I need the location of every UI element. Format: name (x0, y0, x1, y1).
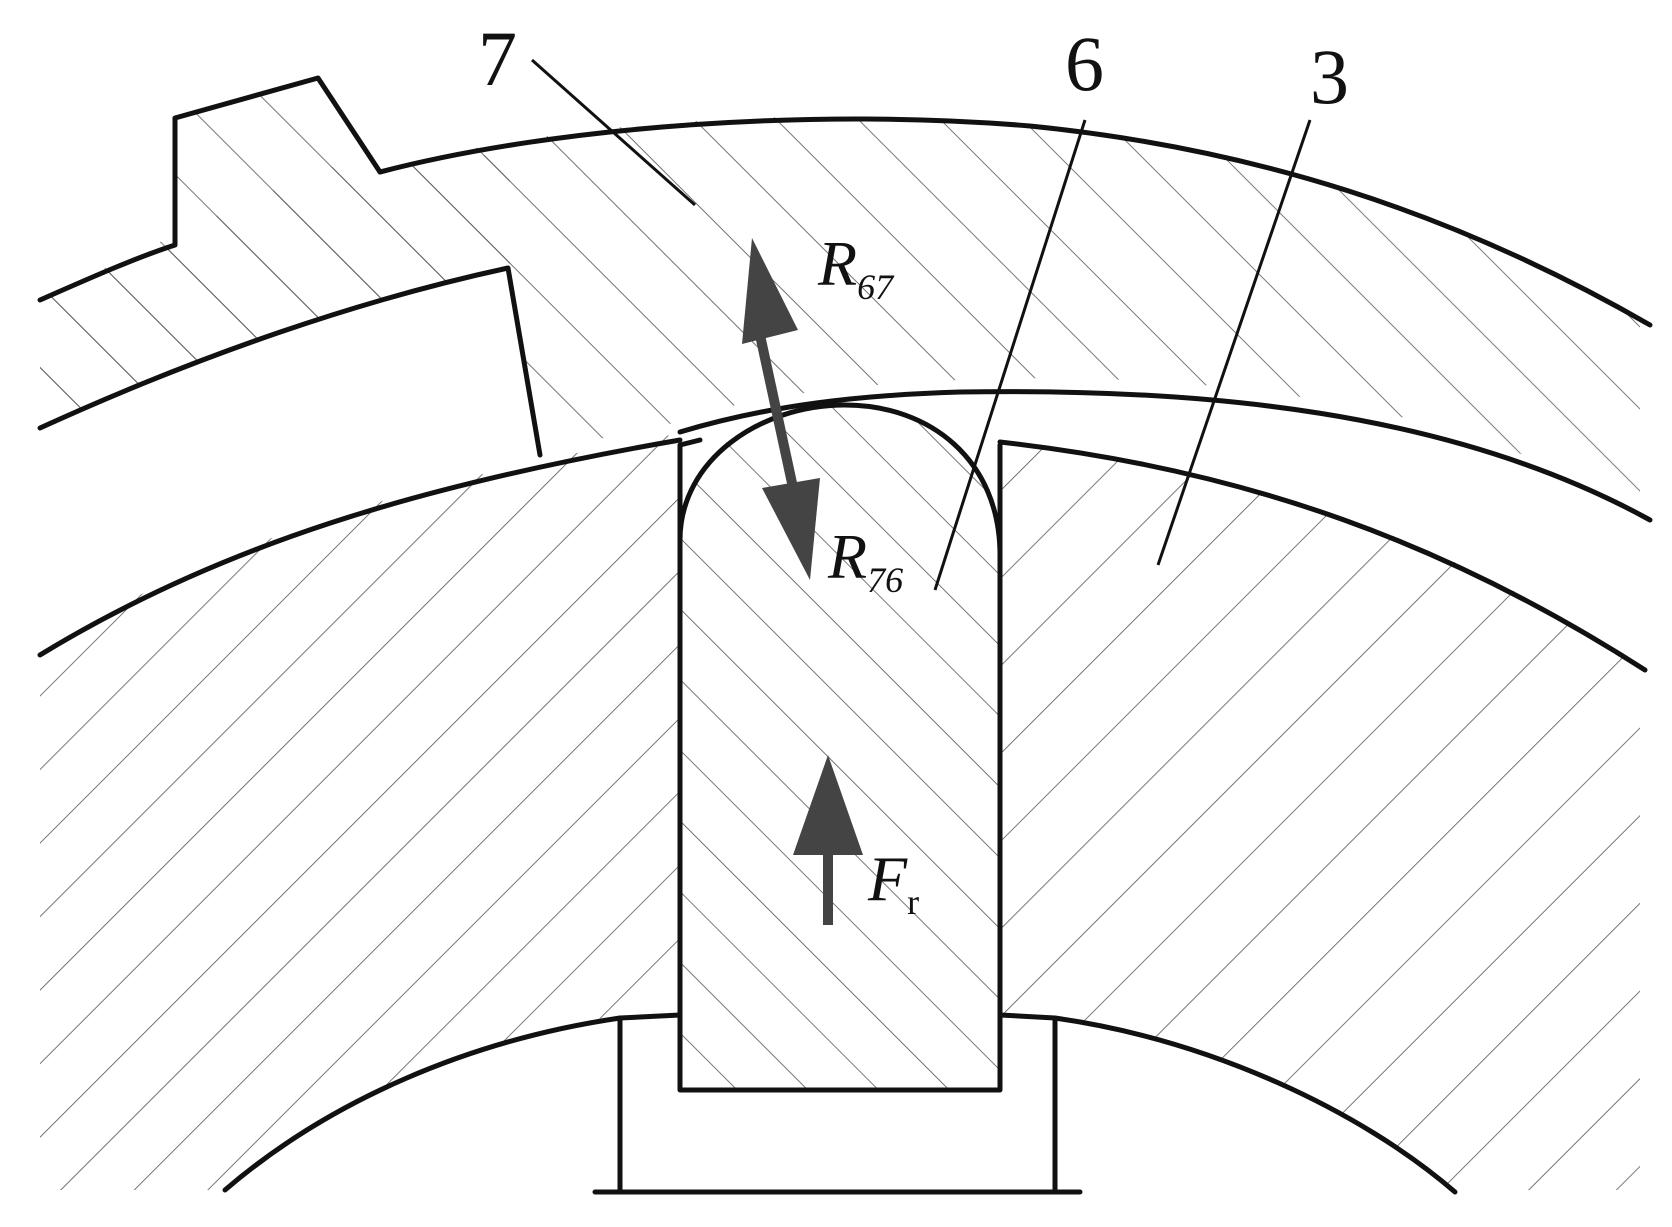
outer-ring-stepped-profile (37, 75, 383, 303)
label-part-6: 6 (1065, 20, 1104, 107)
outer-ring-flange (40, 78, 510, 425)
hub-outer-arc-left (37, 437, 683, 658)
leader-part-7 (531, 58, 696, 207)
leader-part-3 (1156, 119, 1312, 566)
slot-left-shoulder (222, 1012, 683, 1193)
label-fr: Fr (867, 843, 919, 922)
ring-race-boundary (677, 389, 1653, 523)
leader-part-6 (933, 119, 1087, 591)
key-rounded-top (677, 402, 1003, 558)
slot-base (592, 1015, 1083, 1195)
outer-ring-outer-edge (377, 116, 1653, 328)
r76-arrowhead (762, 478, 820, 580)
key-outline (677, 437, 1003, 1093)
r67-arrowhead (742, 238, 798, 344)
hub-right-region (1000, 440, 1640, 1190)
hub-outer-arc-right (997, 439, 1648, 673)
label-r76: R76 (827, 521, 903, 600)
label-part-3: 3 (1310, 33, 1349, 120)
key-part-6 (680, 405, 1000, 1090)
label-part-7: 7 (478, 15, 517, 102)
outer-ring-inner-flange-edge (37, 265, 543, 458)
hub-left-region (40, 435, 681, 1190)
label-r67: R67 (817, 228, 895, 307)
slot-right-shoulder (997, 1012, 1458, 1195)
fr-arrowhead (793, 755, 863, 855)
